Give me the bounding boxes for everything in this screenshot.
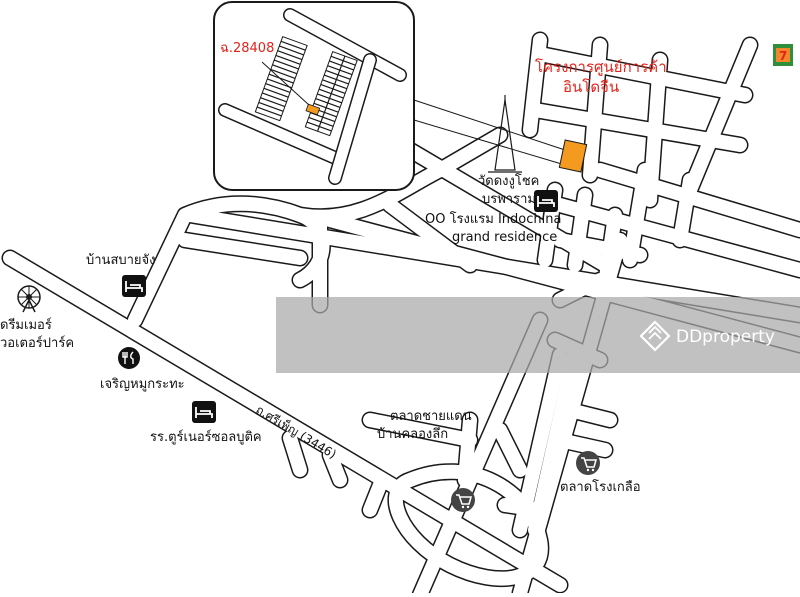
rongkluea-market-label: ตลาดโรงเกลือ <box>560 479 641 495</box>
inset-plot-map: ฉ.28408 <box>213 1 415 191</box>
border-market-line2: บ้านคลองลึก <box>377 427 448 442</box>
hotel-icon <box>192 401 216 423</box>
tourner-hotel-label: รร.ตูร์เนอร์ซอลบูติค <box>150 429 262 445</box>
jaroen-mookrata-label: เจริญหมูกระทะ <box>100 377 185 392</box>
temple-icon <box>488 95 522 173</box>
project-title-line2: อินโดจีน <box>563 78 619 96</box>
shopping-cart-icon <box>451 488 475 512</box>
plot-code-label: ฉ.28408 <box>220 41 274 56</box>
shopping-cart-icon <box>576 451 600 475</box>
temple-label-line1: วัดดงงูโชค <box>478 173 539 189</box>
project-title-line1: โครงการศูนย์การค้า <box>535 58 667 76</box>
hotel-indochina-line2: grand residence <box>452 230 557 245</box>
watermark-text: DDproperty <box>676 327 775 347</box>
project-highlight-plot <box>558 139 588 173</box>
seven-eleven-logo-icon: 7 <box>773 44 793 66</box>
border-market-line1: ตลาดชายแดน <box>390 409 472 424</box>
dream-world-line2: วอเตอร์ปาร์ค <box>0 335 74 351</box>
corner-logo-text: 7 <box>779 49 787 63</box>
ban-sabaijang-label: บ้านสบายจัง <box>86 253 156 268</box>
inset-highlight-plot <box>305 103 321 116</box>
ddproperty-logo-icon <box>639 320 671 352</box>
hotel-icon <box>534 190 558 212</box>
restaurant-icon <box>118 347 140 369</box>
inset-leader-line <box>413 99 566 151</box>
hotel-icon <box>122 275 146 297</box>
dream-world-line1: ดรีมเมอร์ <box>0 317 52 333</box>
ferris-wheel-icon <box>17 285 41 313</box>
ddproperty-watermark: DDproperty <box>276 297 800 373</box>
hotel-indochina-line1: OO โรงแรม Indochina <box>425 211 561 227</box>
temple-label-line2: บรพาราม <box>482 192 536 207</box>
